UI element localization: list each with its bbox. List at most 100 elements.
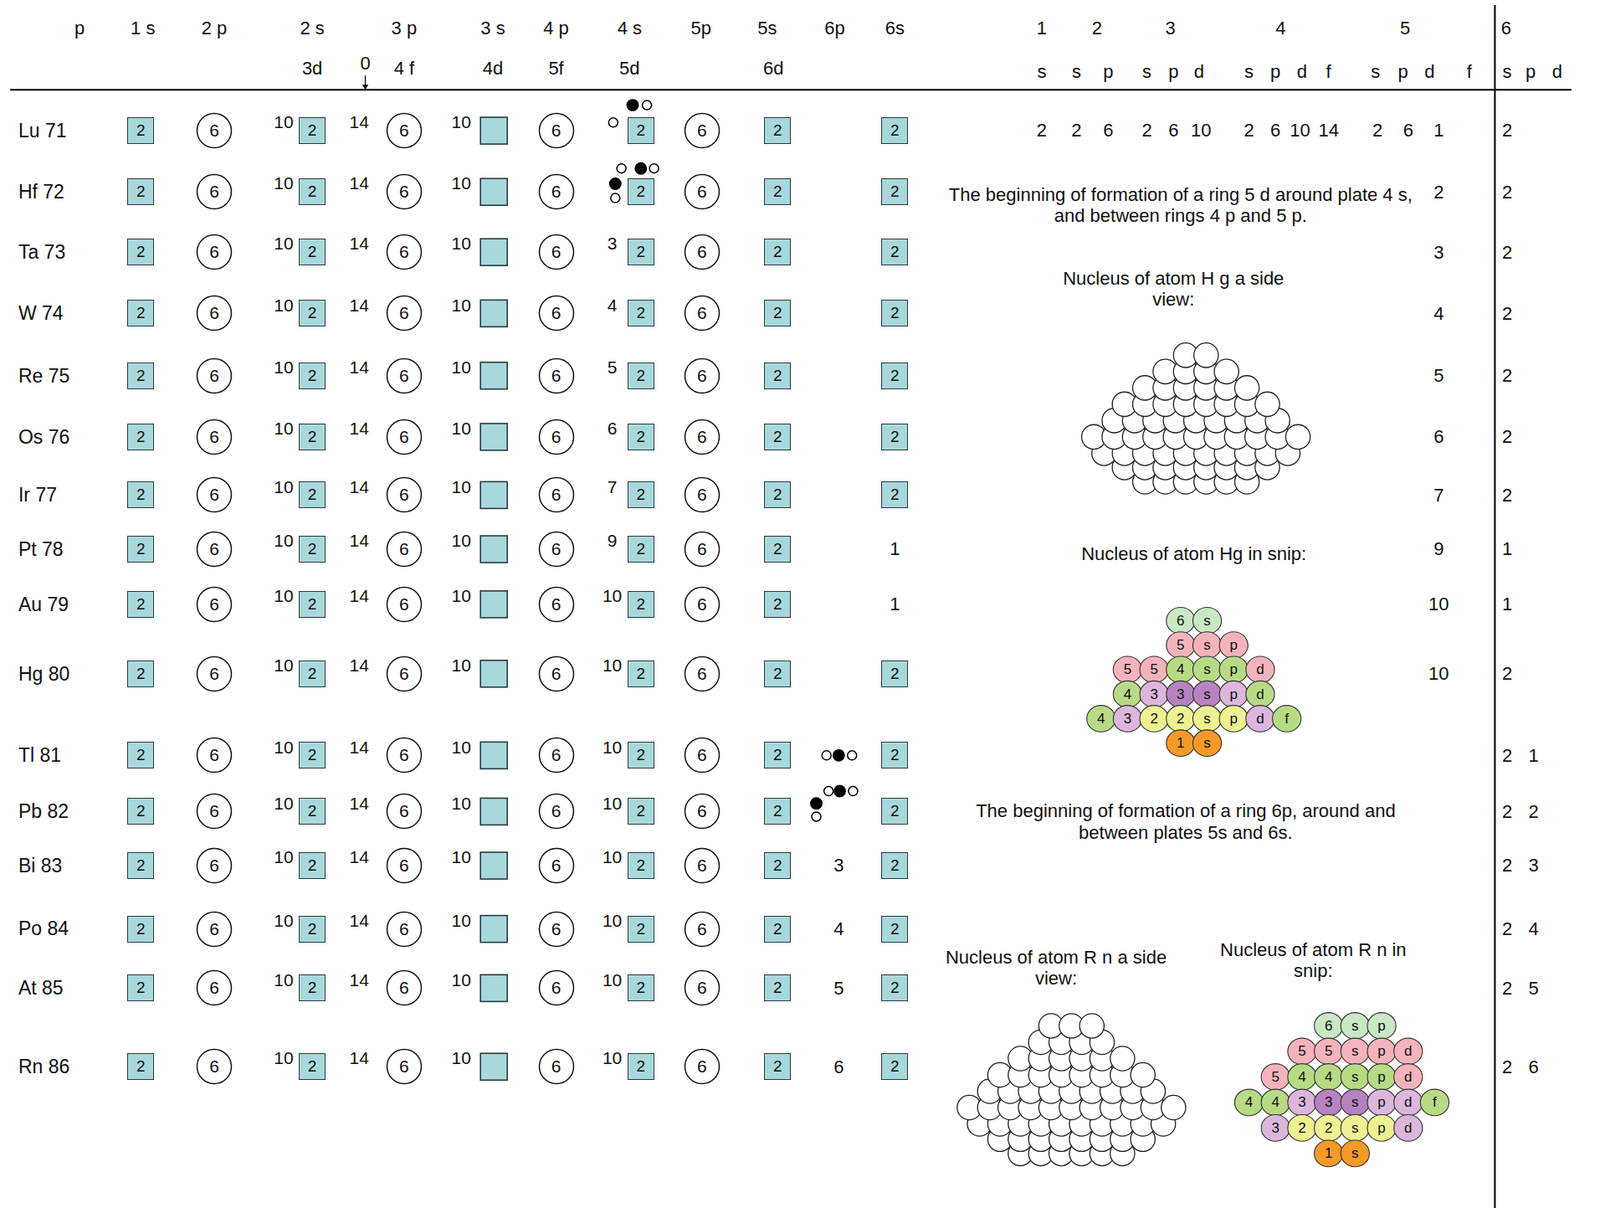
nucleon-sphere — [1161, 1094, 1186, 1119]
column-header: 4 — [1275, 17, 1286, 39]
electron-count: 6 — [209, 744, 220, 765]
element-label: Rn 86 — [18, 1055, 70, 1077]
electron-count: 10 — [273, 357, 293, 378]
circle-shape — [684, 586, 719, 621]
subshell-circle: 6 — [683, 585, 721, 623]
electron-count: 2 — [890, 427, 900, 447]
electron-count: 2 — [136, 664, 146, 683]
electron-count: 10 — [273, 793, 293, 814]
column-header: f — [1466, 61, 1472, 83]
column-header: p — [74, 17, 85, 39]
subshell-square: 2 — [627, 117, 655, 144]
electron-count: 6 — [551, 302, 562, 324]
subshell-circle: 6 — [195, 736, 233, 774]
electron-count: 3 — [607, 233, 618, 254]
electron-dot — [833, 749, 845, 761]
subshell-square: 2 — [298, 178, 326, 206]
subshell-square: 2 — [627, 915, 655, 943]
electron-count: 10 — [273, 585, 293, 606]
electron-count: 10 — [273, 655, 293, 676]
electron-dot — [626, 99, 638, 111]
circle-shape — [197, 296, 232, 331]
subshell-square: 2 — [881, 178, 908, 206]
electron-count: 2 — [773, 121, 783, 140]
circle-shape — [538, 1049, 574, 1084]
electron-count: 10 — [451, 1047, 471, 1068]
empty-subshell-square — [480, 481, 508, 508]
nucleon-ball — [1394, 1037, 1423, 1065]
shell-label: p — [1228, 710, 1240, 727]
electron-count: 2 — [1502, 800, 1513, 822]
electron-count: 6 — [1102, 119, 1113, 141]
subshell-square: 2 — [298, 741, 326, 769]
electron-count: 2 — [136, 485, 146, 504]
electron-count: 2 — [307, 539, 318, 559]
electron-count: 2 — [773, 539, 783, 559]
electron-count: 2 — [136, 539, 146, 559]
circle-shape — [386, 586, 421, 621]
nucleon-ball — [1234, 1088, 1263, 1116]
shell-label: s — [1349, 1093, 1361, 1110]
shell-label: 2 — [1174, 710, 1186, 727]
electron-count: 10 — [1190, 119, 1211, 141]
subshell-square: 2 — [627, 423, 655, 451]
nucleon-ball — [1314, 1037, 1344, 1065]
circle-shape — [386, 174, 421, 210]
nucleon-ball — [1246, 656, 1275, 683]
subshell-square: 2 — [764, 535, 791, 563]
electron-count: 10 — [1428, 593, 1449, 615]
subshell-square: 2 — [764, 974, 791, 1001]
electron-count: 2 — [307, 745, 318, 765]
electron-count: 6 — [833, 1056, 844, 1077]
electron-count: 6 — [551, 744, 562, 765]
nucleon-ball — [1192, 607, 1221, 635]
nucleon-ball — [1367, 1012, 1396, 1040]
electron-count: 2 — [635, 919, 646, 939]
nucleon-sphere — [1194, 343, 1219, 368]
shell-label: 6 — [1323, 1017, 1334, 1034]
subshell-square: 2 — [881, 915, 908, 943]
electron-count: 14 — [349, 969, 370, 990]
nucleon-ball — [1340, 1037, 1370, 1065]
electron-count: 2 — [1502, 241, 1513, 263]
subshell-circle: 6 — [195, 418, 233, 456]
electron-count: 6 — [1528, 1056, 1539, 1077]
electron-count: 5 — [1528, 977, 1539, 999]
empty-subshell-square — [480, 1052, 508, 1080]
column-header: 4 p — [543, 17, 570, 39]
nucleon-sphere — [1214, 358, 1239, 384]
electron-count: 10 — [273, 476, 293, 498]
electron-count: 2 — [773, 1056, 783, 1076]
nucleon-ball — [1261, 1088, 1290, 1116]
subshell-square: 2 — [764, 915, 791, 943]
nucleon-ball — [1314, 1114, 1344, 1142]
shell-label: 3 — [1323, 1093, 1334, 1110]
shell-label: d — [1402, 1042, 1414, 1059]
subshell-square: 2 — [127, 362, 154, 390]
subshell-square: 2 — [764, 660, 791, 688]
electron-count: 2 — [635, 856, 646, 875]
nucleon-ball — [1287, 1114, 1317, 1142]
electron-count: 10 — [602, 655, 622, 676]
shell-label: p — [1375, 1017, 1387, 1034]
empty-subshell-square — [480, 851, 508, 879]
subshell-square: 2 — [298, 660, 326, 688]
electron-count: 6 — [399, 663, 410, 684]
electron-count: 14 — [349, 1047, 370, 1068]
nucleon-ball — [1287, 1063, 1317, 1091]
electron-count: 2 — [307, 978, 318, 997]
electron-count: 10 — [273, 295, 293, 316]
circle-shape — [197, 532, 232, 567]
circle-shape — [197, 174, 232, 210]
shell-label: s — [1201, 661, 1213, 677]
subshell-square: 2 — [627, 481, 655, 508]
electron-count: 2 — [1502, 119, 1513, 141]
subshell-circle: 6 — [385, 969, 423, 1006]
nucleon-ball — [1166, 705, 1195, 733]
electron-count: 6 — [551, 1056, 562, 1077]
electron-count: 2 — [1502, 302, 1513, 324]
column-header: 5 — [1400, 17, 1411, 39]
subshell-circle: 6 — [683, 112, 721, 149]
nucleon-ball — [1219, 631, 1248, 659]
electron-count: 2 — [307, 856, 318, 875]
